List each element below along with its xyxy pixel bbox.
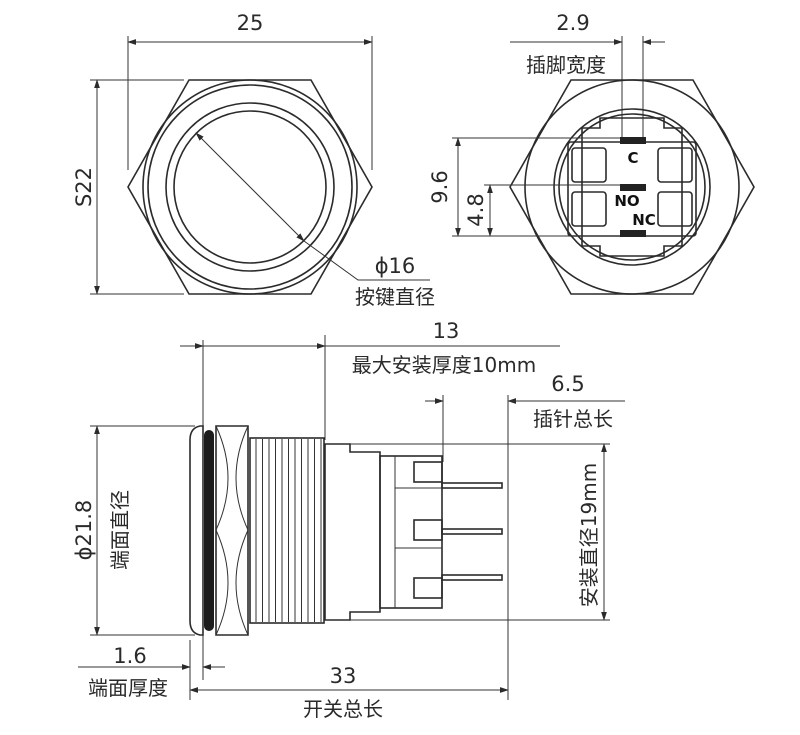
hex-dim-value: S22 [72, 167, 96, 207]
total-length-label: 开关总长 [303, 697, 383, 721]
rear-hex-outline [509, 79, 755, 295]
o-ring [204, 430, 214, 631]
pin-length-value: 6.5 [551, 372, 584, 396]
terminal-nc-label: NC [632, 211, 656, 229]
button-circle [173, 110, 327, 264]
max-mount-value: 13 [433, 319, 460, 343]
pin-span-value: 9.6 [428, 170, 452, 203]
side-pin-2 [441, 528, 503, 535]
button-diameter-line [195, 132, 305, 242]
end-thickness-label: 端面厚度 [88, 676, 168, 700]
end-dia-label: 端面直径 [108, 490, 132, 570]
width-dim-value: 25 [237, 11, 264, 35]
thread-lines [255, 439, 322, 622]
front-view [90, 36, 430, 295]
end-thickness-value: 1.6 [113, 644, 146, 668]
bezel-head [189, 425, 204, 636]
pin-width-value: 2.9 [556, 11, 589, 35]
pin-no [620, 184, 646, 191]
end-dia-value: ϕ21.8 [72, 500, 96, 561]
max-mount-label: 最大安装厚度10mm [352, 353, 536, 377]
hex-nut-side [215, 425, 249, 636]
rear-view [452, 36, 755, 295]
terminal-no-label: NO [614, 192, 639, 210]
terminal-c-label: C [627, 149, 638, 167]
side-view [78, 335, 625, 700]
bezel-outer-circle [142, 79, 358, 295]
button-dia-value: ϕ16 [375, 254, 416, 278]
pin-width-label: 插脚宽度 [526, 53, 606, 77]
pin-pitch-value: 4.8 [464, 193, 488, 226]
pin-nc [620, 230, 646, 237]
hex-nut-outline [127, 79, 373, 295]
terminal-block [581, 117, 683, 257]
rear-housing [324, 443, 381, 621]
side-pin-1 [441, 482, 503, 489]
side-pin-3 [441, 574, 503, 581]
pin-length-label: 插针总长 [533, 407, 613, 431]
pin-c [620, 137, 646, 144]
terminal-block-side [379, 455, 443, 609]
button-dia-label: 按键直径 [355, 285, 435, 309]
total-length-value: 33 [330, 664, 357, 688]
mount-dia-label: 安装直径19mm [577, 463, 601, 607]
threaded-body [249, 437, 325, 624]
